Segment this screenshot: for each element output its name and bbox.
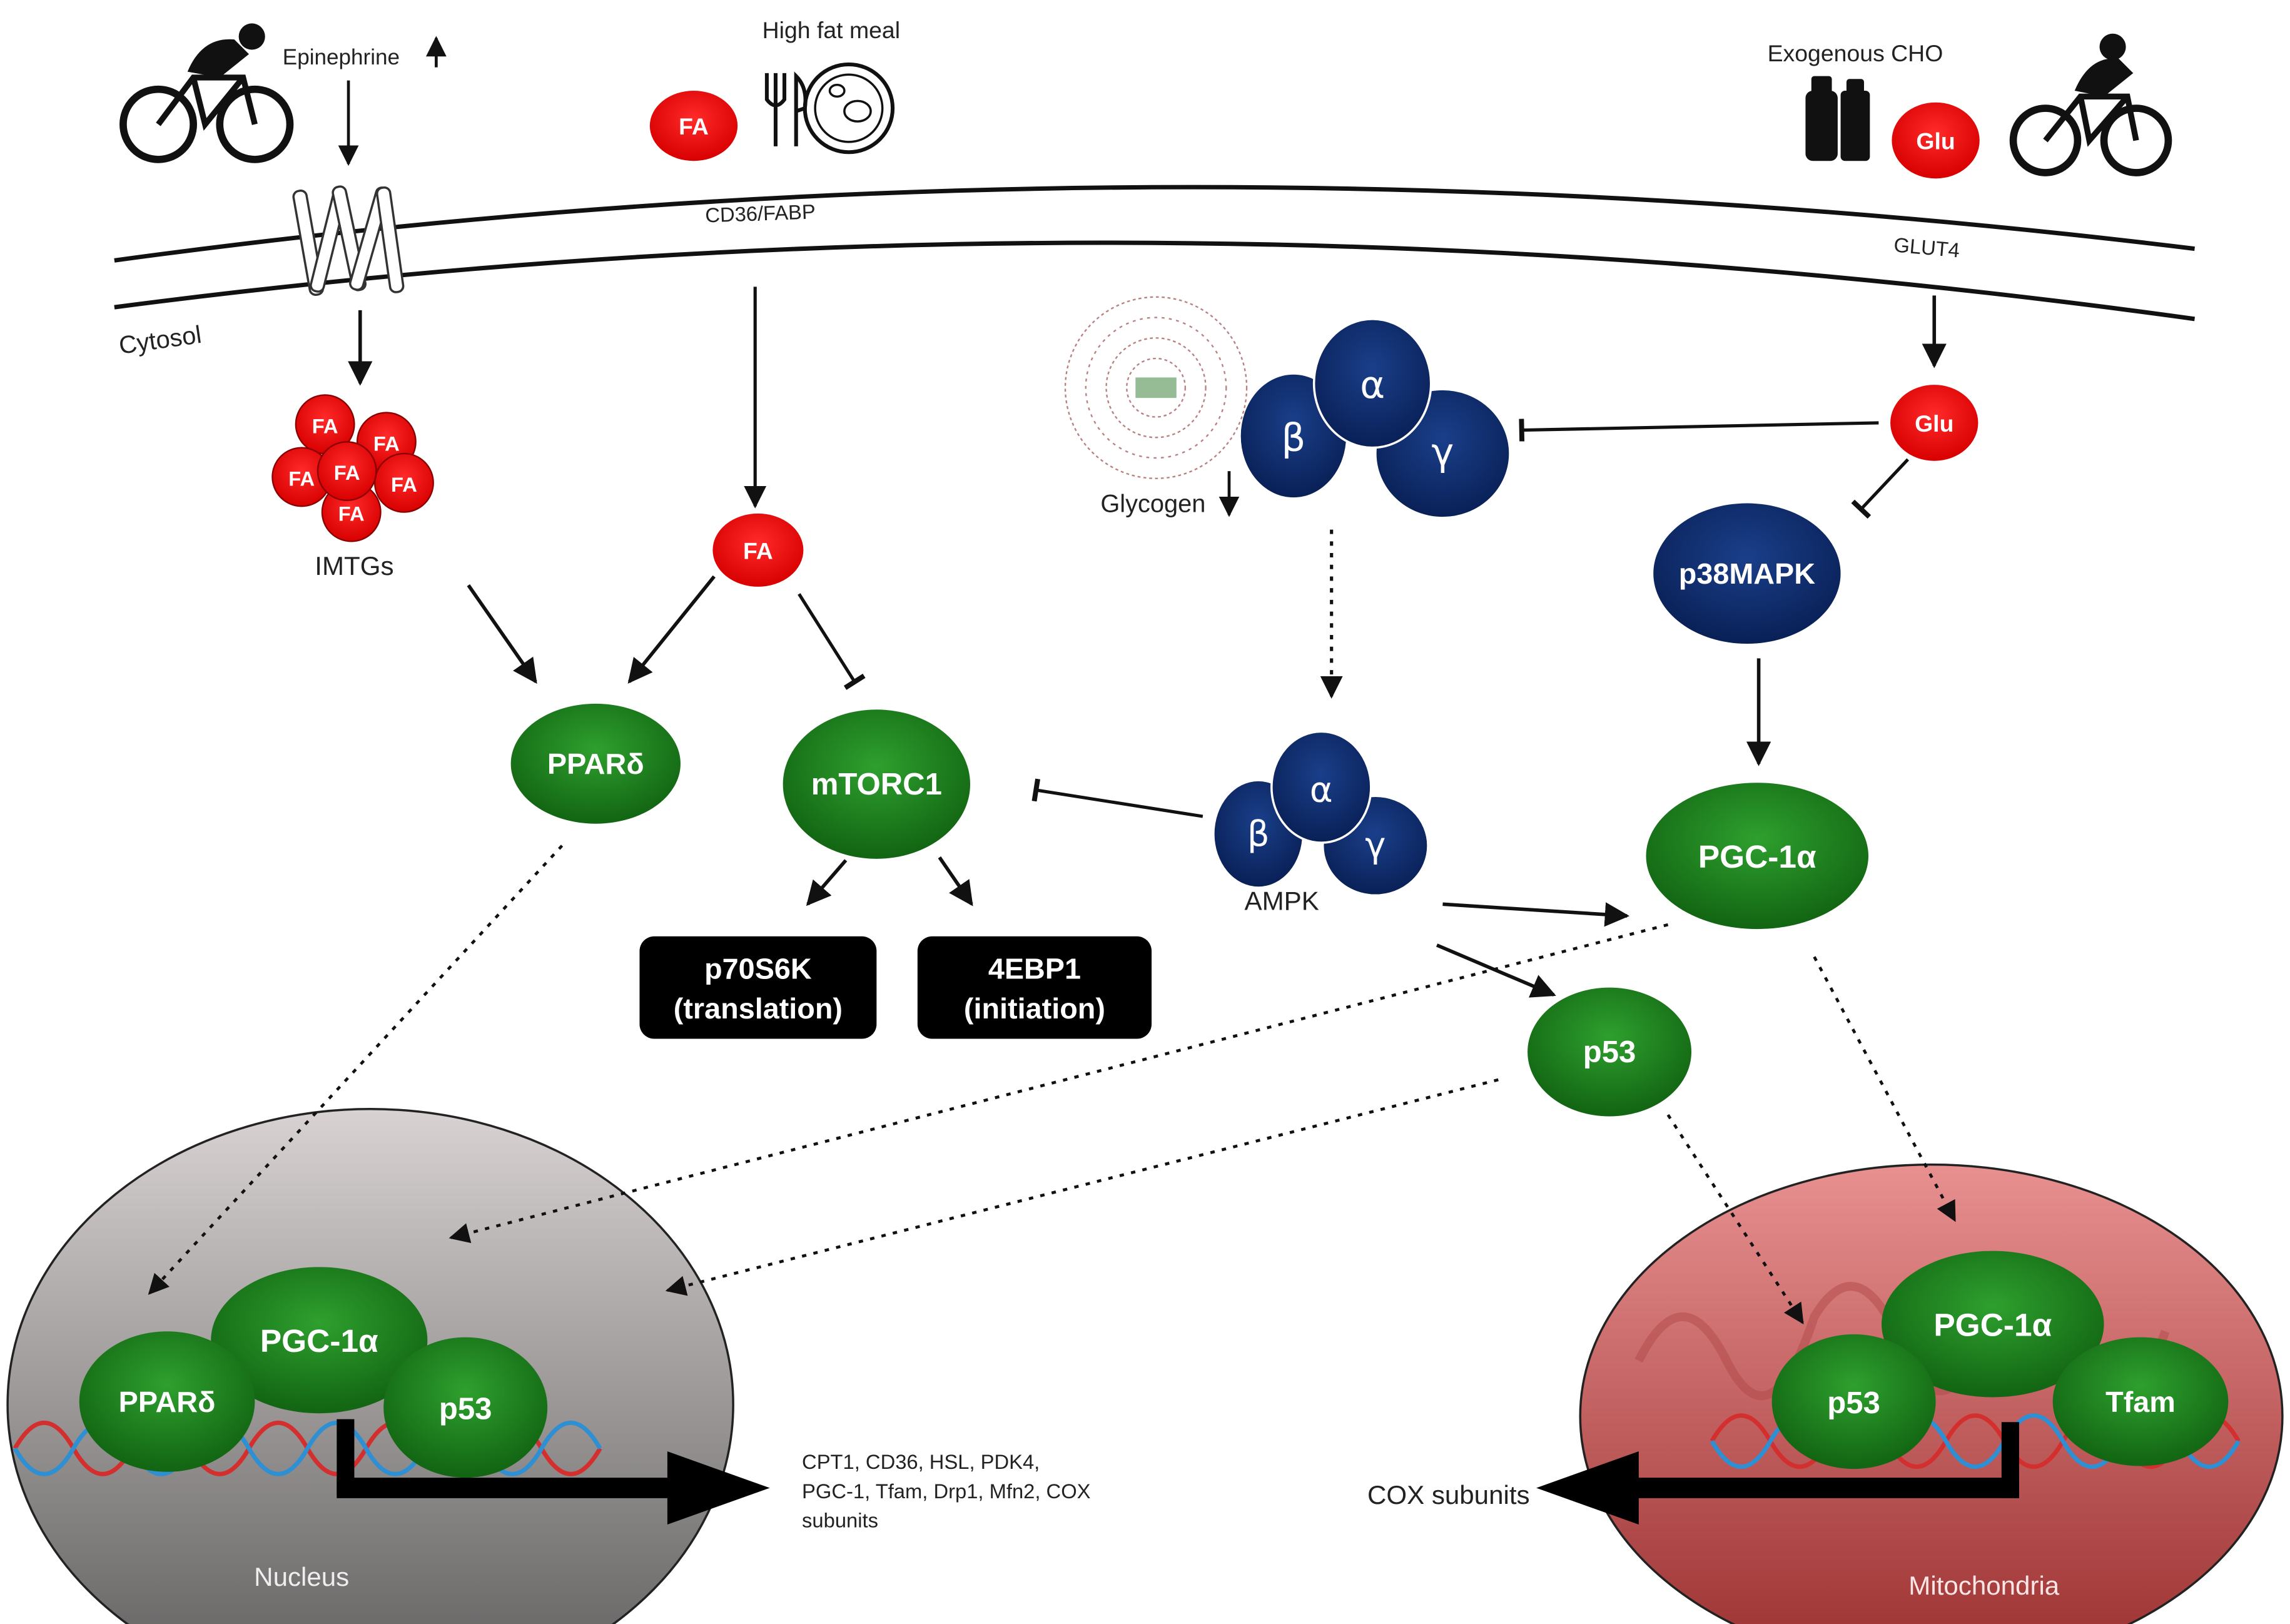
glycogen-label: Glycogen xyxy=(1100,490,1205,518)
glut4-label: GLUT4 xyxy=(1893,233,1960,261)
pgc1a-node xyxy=(1646,783,1869,930)
p53-label: p53 xyxy=(1583,1035,1636,1069)
exogenous-cho-label: Exogenous CHO xyxy=(1768,40,1943,66)
fa-top-node xyxy=(649,91,738,161)
4ebp1-label: 4EBP1 xyxy=(988,953,1081,985)
cox-subunits-label: COX subunits xyxy=(1367,1480,1530,1510)
nucleus-pgc1a-node xyxy=(211,1267,428,1414)
ampk-gamma: γ xyxy=(1365,826,1386,866)
glu-node xyxy=(1890,385,1978,461)
ampk-inhibits-mtorc1 xyxy=(1031,778,1203,818)
p70s6k-label: p70S6K xyxy=(704,953,812,985)
fa-node-label: FA xyxy=(743,537,773,564)
pgc1a-label: PGC-1α xyxy=(1698,838,1816,875)
p70s6k-box xyxy=(639,936,877,1039)
imtg-fa-3: FA xyxy=(288,467,315,490)
fa-to-ppard-arrow xyxy=(627,575,716,684)
nucleus-targets-line3: subunits xyxy=(802,1509,878,1532)
ampk-trimer: α β γ xyxy=(1214,730,1429,897)
mtorc1-label: mTORC1 xyxy=(811,768,942,801)
imtg-fa-4: FA xyxy=(391,473,417,496)
ampk-top-gamma: γ xyxy=(1431,431,1454,475)
cyclist-right-icon xyxy=(2009,33,2172,176)
ampk-top-alpha: α xyxy=(1360,363,1385,407)
mito-p53-label: p53 xyxy=(1827,1386,1880,1420)
mtorc1-to-p70s6k-arrow xyxy=(806,859,848,906)
p38mapk-label: p38MAPK xyxy=(1679,557,1816,590)
glu-inhibits-p38 xyxy=(1851,458,1910,519)
ampk-alpha: α xyxy=(1310,770,1333,811)
mtorc1-to-4ebp1-arrow xyxy=(938,856,973,906)
imtg-cluster: FA FA FA FA FA FA xyxy=(271,394,434,542)
fa-inhibits-mtorc1 xyxy=(798,593,866,690)
ampk-beta: β xyxy=(1247,814,1270,855)
nucleus-targets-line1: CPT1, CD36, HSL, PDK4, xyxy=(802,1450,1040,1473)
epinephrine-label: Epinephrine xyxy=(283,45,400,69)
ppard-label: PPARδ xyxy=(547,748,644,780)
mito-tfam-node xyxy=(2052,1337,2229,1466)
mito-pgc1a-label: PGC-1α xyxy=(1933,1306,2052,1342)
cell-membrane xyxy=(114,185,2196,322)
fa-top-label: FA xyxy=(679,113,709,140)
glu-top-label: Glu xyxy=(1916,128,1955,155)
imtg-fa-2: FA xyxy=(373,432,400,455)
ampk-top-beta: β xyxy=(1281,416,1305,460)
glycogen-granule-icon xyxy=(1064,296,1248,479)
mito-output-arrow xyxy=(1536,1422,2019,1525)
pgc1a-mito-dotted xyxy=(1813,956,1957,1222)
nucleus-ppard-label: PPARδ xyxy=(119,1386,216,1418)
4ebp1-sublabel: (initiation) xyxy=(964,992,1105,1025)
nucleus-p53-node xyxy=(383,1337,548,1478)
p53-node xyxy=(1528,987,1692,1117)
imtg-fa-5: FA xyxy=(338,502,365,525)
mtorc1-node xyxy=(783,709,971,859)
glu-node-label: Glu xyxy=(1915,410,1953,437)
p38mapk-node xyxy=(1653,503,1841,644)
cytosol-label: Cytosol xyxy=(117,321,203,360)
cd36-fabp-label: CD36/FABP xyxy=(705,200,816,226)
ppard-translocation-dotted xyxy=(148,845,564,1295)
ampk-label: AMPK xyxy=(1245,886,1319,916)
cyclist-icon xyxy=(119,23,294,163)
drink-bottles-icon xyxy=(1805,76,1870,161)
imtg-to-ppard-arrow xyxy=(467,584,537,684)
imtg-fa-6: FA xyxy=(334,461,360,484)
imtg-fa-1: FA xyxy=(312,414,338,437)
nucleus-ppard-node xyxy=(79,1331,255,1472)
p53-nucleus-dotted xyxy=(665,1078,1499,1296)
nucleus-p53-label: p53 xyxy=(439,1393,492,1426)
glu-top-node xyxy=(1892,102,1980,179)
ampk-to-pgc1a-arrow xyxy=(1442,902,1630,927)
mitochondria-label: Mitochondria xyxy=(1908,1571,2059,1600)
cutlery-plate-icon xyxy=(764,62,895,155)
mito-tfam-label: Tfam xyxy=(2105,1386,2176,1418)
ppard-node xyxy=(510,703,681,824)
membrane-receptor-icon xyxy=(292,185,405,297)
nucleus-targets-line2: PGC-1, Tfam, Drp1, Mfn2, COX xyxy=(802,1479,1091,1503)
nucleus-pgc1a-label: PGC-1α xyxy=(260,1322,378,1359)
fa-node xyxy=(712,513,804,587)
nucleus-output-arrow xyxy=(337,1419,770,1525)
mito-p53-node xyxy=(1771,1334,1936,1469)
high-fat-meal-label: High fat meal xyxy=(762,17,900,43)
ampk-trimer-top: α β γ xyxy=(1240,318,1511,519)
mito-pgc1a-node xyxy=(1882,1251,2104,1398)
imtgs-label: IMTGs xyxy=(315,551,393,581)
p70s6k-sublabel: (translation) xyxy=(674,992,843,1025)
glu-inhibits-ampk xyxy=(1519,419,1879,442)
4ebp1-box xyxy=(917,936,1152,1039)
nucleus-label: Nucleus xyxy=(254,1562,349,1591)
